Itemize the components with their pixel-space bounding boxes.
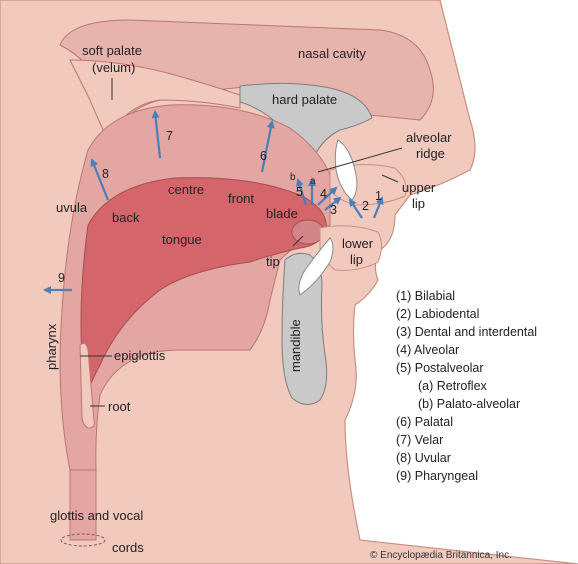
legend-item-6: (6) Palatal	[396, 415, 453, 429]
num-1: 1	[375, 189, 382, 203]
pharynx-tube	[70, 470, 96, 540]
num-4: 4	[320, 187, 327, 201]
legend-item-7: (7) Velar	[396, 433, 443, 447]
legend-item-2: (2) Labiodental	[396, 307, 479, 321]
pharynx-label: pharynx	[44, 323, 59, 370]
soft-palate-label-2: (velum)	[92, 60, 135, 75]
legend-item-5b: (b) Palato-alveolar	[418, 397, 520, 411]
legend-item-3: (3) Dental and interdental	[396, 325, 537, 339]
epiglottis-label: epiglottis	[114, 348, 166, 363]
legend-item-5a: (a) Retroflex	[418, 379, 488, 393]
upper-lip-label-1: upper	[402, 180, 436, 195]
copyright-text: © Encyclopædia Britannica, Inc.	[370, 550, 512, 561]
num-3: 3	[330, 203, 337, 217]
uvula-label: uvula	[56, 200, 88, 215]
num-2: 2	[362, 199, 369, 213]
letter-a: a	[310, 176, 316, 187]
alveolar-ridge-label-2: ridge	[416, 146, 445, 161]
num-7: 7	[166, 129, 173, 143]
root-label: root	[108, 399, 131, 414]
num-9: 9	[58, 271, 65, 285]
legend-item-1: (1) Bilabial	[396, 289, 455, 303]
legend: (1) Bilabial (2) Labiodental (3) Dental …	[396, 289, 537, 483]
alveolar-ridge-label-1: alveolar	[406, 130, 452, 145]
glottis-label-2: cords	[112, 540, 144, 555]
upper-lip-label-2: lip	[412, 196, 425, 211]
nasal-cavity-label: nasal cavity	[298, 46, 366, 61]
lower-lip-label-2: lip	[350, 252, 363, 267]
back-label: back	[112, 210, 140, 225]
mandible-label: mandible	[288, 319, 303, 372]
centre-label: centre	[168, 182, 204, 197]
letter-b: b	[290, 172, 296, 183]
front-label: front	[228, 191, 254, 206]
num-8: 8	[102, 167, 109, 181]
legend-item-5: (5) Postalveolar	[396, 361, 484, 375]
legend-item-9: (9) Pharyngeal	[396, 469, 478, 483]
hard-palate-label: hard palate	[272, 92, 337, 107]
lower-lip-label-1: lower	[342, 236, 374, 251]
tongue-label: tongue	[162, 232, 202, 247]
glottis-label-1: glottis and vocal	[50, 508, 143, 523]
num-5: 5	[296, 185, 303, 199]
num-6: 6	[260, 149, 267, 163]
blade-label: blade	[266, 206, 298, 221]
tip-label: tip	[266, 254, 280, 269]
legend-item-4: (4) Alveolar	[396, 343, 459, 357]
tongue-tip	[292, 220, 324, 244]
soft-palate-label-1: soft palate	[82, 43, 142, 58]
legend-item-8: (8) Uvular	[396, 451, 451, 465]
